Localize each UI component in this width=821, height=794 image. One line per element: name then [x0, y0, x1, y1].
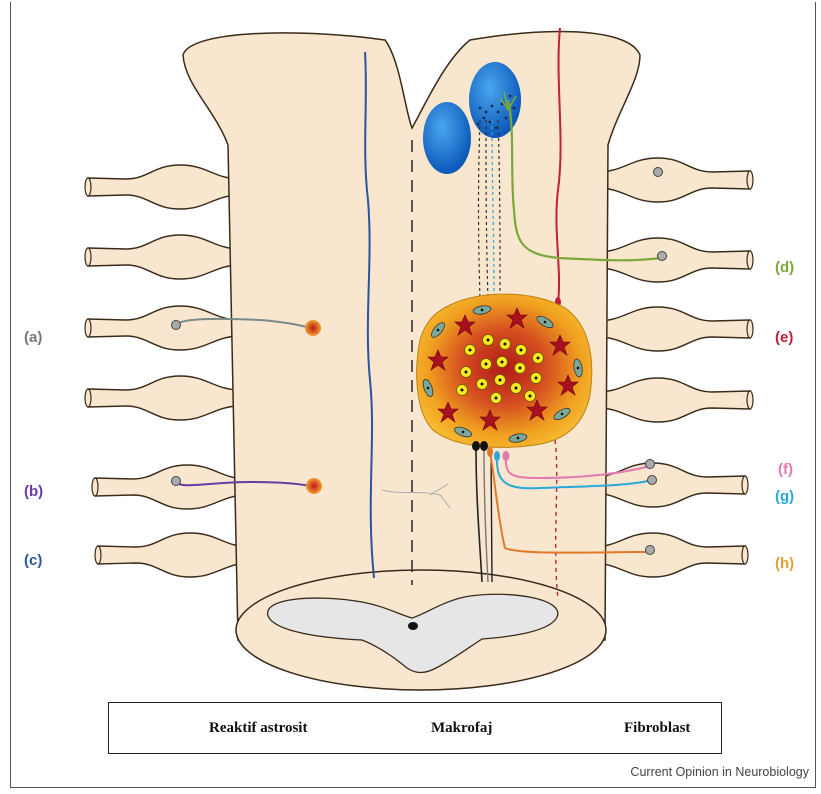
legend-astrocyte-label: Reaktif astrosit — [209, 720, 307, 737]
nucleus-left — [423, 102, 471, 174]
label-c: (c) — [24, 552, 42, 569]
cross-section — [236, 570, 606, 690]
lesion-core — [417, 294, 592, 447]
soma-d-top — [654, 168, 663, 177]
label-f: (f) — [778, 461, 793, 478]
label-e: (e) — [775, 329, 793, 346]
green-soma — [658, 252, 667, 261]
label-a: (a) — [24, 329, 42, 346]
credit-text: Current Opinion in Neurobiology — [630, 765, 809, 779]
legend-box: Reaktif astrosit Makrofaj Fibroblast — [108, 702, 722, 754]
label-b: (b) — [24, 483, 43, 500]
legend-macrophage-label: Makrofaj — [431, 720, 492, 737]
label-h: (h) — [775, 555, 794, 572]
label-d: (d) — [775, 259, 794, 276]
legend-fibroblast-label: Fibroblast — [624, 720, 690, 737]
label-g: (g) — [775, 488, 794, 505]
central-canal — [408, 622, 418, 630]
